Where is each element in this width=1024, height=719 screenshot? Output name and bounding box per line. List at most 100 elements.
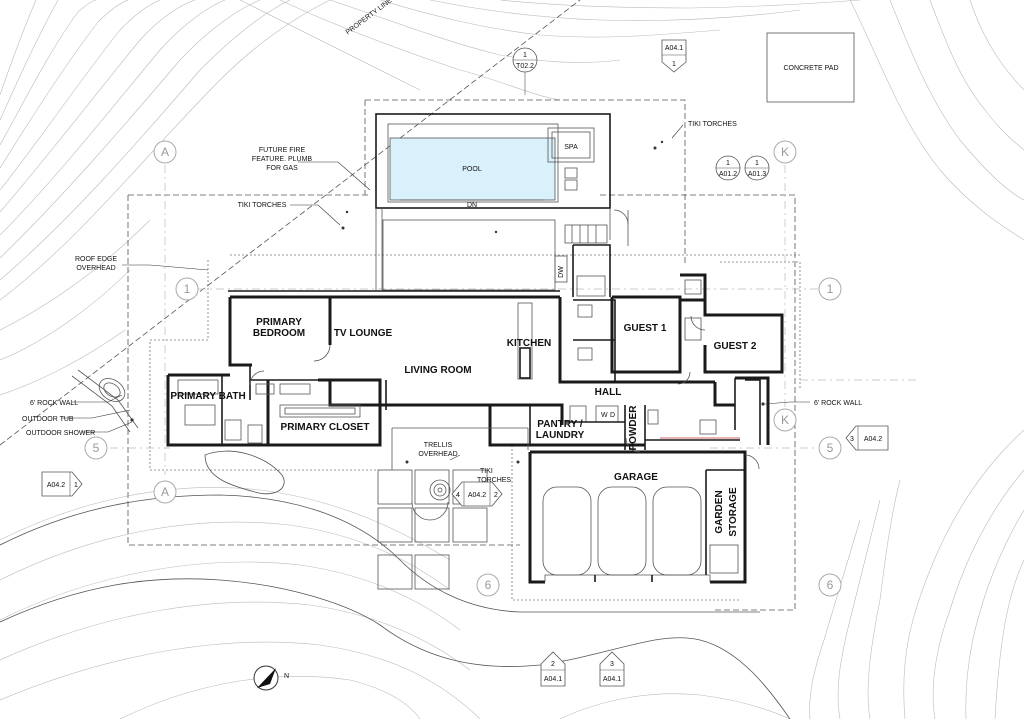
- grid-label-6-right: 6: [827, 578, 834, 592]
- note-rock-wall-left: 6' ROCK WALL: [30, 400, 78, 407]
- pool-water: [389, 137, 556, 201]
- room-label-kitchen: KITCHEN: [507, 338, 551, 349]
- room-labels: PRIMARY BEDROOM TV LOUNGE LIVING ROOM KI…: [170, 65, 838, 537]
- annotations: PROPERTY LINE FUTURE FIRE FEATURE. PLUMB…: [22, 0, 862, 484]
- grid-label-a-bottom: A: [161, 485, 169, 499]
- tag-t02-2: 1 T02.2: [512, 47, 538, 95]
- note-property-line: PROPERTY LINE: [345, 0, 394, 36]
- north-label: N: [284, 673, 289, 680]
- tag-a04-2-right: 3 A04.2: [845, 425, 889, 451]
- tag-a04-2-left: A04.2 1: [41, 471, 83, 497]
- grid-bubble-a-top: [153, 140, 177, 164]
- tag-a04-1-b3-num: 3: [610, 661, 614, 668]
- room-label-primary-bedroom-1: PRIMARY: [256, 317, 302, 328]
- room-label-concrete-pad: CONCRETE PAD: [783, 65, 838, 72]
- note-fire-3: FOR GAS: [266, 165, 298, 172]
- pool-area: [375, 113, 629, 291]
- grid-bubble-1-right: [818, 277, 842, 301]
- grid-label-1-right: 1: [827, 282, 834, 296]
- note-fire-2: FEATURE. PLUMB: [252, 156, 312, 163]
- label-trellis-1: TRELLIS: [424, 442, 453, 449]
- house-walls: [166, 244, 784, 584]
- grid-label-k-top: K: [781, 145, 789, 159]
- grid-bubble-k-mid: [773, 408, 797, 432]
- grid-bubble-6-mid: [476, 573, 500, 597]
- label-trellis-2: OVERHEAD: [418, 451, 457, 458]
- grid-label-1-left: 1: [184, 282, 191, 296]
- room-label-primary-bedroom-2: BEDROOM: [253, 328, 305, 339]
- room-label-powder: POWDER: [628, 405, 639, 451]
- room-label-primary-bath: PRIMARY BATH: [170, 391, 245, 402]
- grid-label-a-top: A: [161, 145, 169, 159]
- door-swings: [249, 315, 760, 521]
- section-tags: 1 T02.2 A04.1 1 1 A01.2 1 A01.3 A04.: [41, 39, 889, 687]
- room-label-guest-1: GUEST 1: [624, 323, 667, 334]
- tiki-torch-dots: [341, 140, 765, 464]
- tag-a04-2-left-num: 1: [74, 482, 78, 489]
- tag-a04-1-b2-ref: A04.1: [544, 676, 562, 683]
- label-w: W: [601, 412, 608, 419]
- room-label-garden-storage-2: STORAGE: [728, 487, 739, 537]
- tag-a04-1-b2-num: 2: [551, 661, 555, 668]
- tag-a04-2-left-ref: A04.2: [47, 482, 65, 489]
- tag-a01-2-num: 1: [726, 160, 730, 167]
- room-label-spa: SPA: [564, 144, 578, 151]
- tag-a04-1-top: A04.1 1: [661, 39, 687, 73]
- tag-a04-2-mid-ref: A04.2: [468, 492, 486, 499]
- tag-a04-2-mid: 4 A04.2 2: [451, 481, 503, 507]
- room-label-guest-2: GUEST 2: [714, 341, 757, 352]
- note-outdoor-tub: OUTDOOR TUB: [22, 416, 74, 423]
- room-label-tv-lounge: TV LOUNGE: [334, 328, 393, 339]
- outdoor-tub: [71, 369, 285, 495]
- tag-a04-2-mid-num2: 2: [494, 492, 498, 499]
- grid-bubble-5-right: [818, 436, 842, 460]
- tag-a04-2-right-num: 3: [850, 436, 854, 443]
- tag-a01-2: 1 A01.2: [715, 155, 741, 181]
- note-fire-1: FUTURE FIRE: [259, 147, 306, 154]
- tag-a04-1-top-ref: A04.1: [665, 45, 683, 52]
- room-label-garage: GARAGE: [614, 472, 658, 483]
- grid-bubble-1-left: [175, 277, 199, 301]
- grid-bubble-k-top: [773, 140, 797, 164]
- note-outdoor-shower: OUTDOOR SHOWER: [26, 430, 95, 437]
- note-rock-wall-right: 6' ROCK WALL: [814, 400, 862, 407]
- tag-a01-3: 1 A01.3: [744, 155, 770, 181]
- grid-label-k-mid: K: [781, 413, 789, 427]
- room-label-pool: POOL: [462, 166, 482, 173]
- grid-label-5-right: 5: [827, 441, 834, 455]
- grid-bubble-6-right: [818, 573, 842, 597]
- tag-a04-1-top-num: 1: [672, 61, 676, 68]
- tag-a01-2-ref: A01.2: [719, 171, 737, 178]
- room-label-living-room: LIVING ROOM: [404, 365, 471, 376]
- grid-lines: [110, 165, 920, 586]
- note-roof-2: OVERHEAD: [76, 265, 115, 272]
- note-tiki-mid-1: TIKI: [480, 468, 493, 475]
- leader-lines: [62, 124, 810, 461]
- room-label-primary-closet: PRIMARY CLOSET: [281, 422, 370, 433]
- tag-t02-2-ref: T02.2: [516, 63, 534, 70]
- tag-a04-2-mid-num: 4: [456, 492, 460, 499]
- north-arrow: N: [253, 665, 289, 691]
- stairs: [564, 224, 608, 244]
- tag-a04-2-right-ref: A04.2: [864, 436, 882, 443]
- grid-label-5-left: 5: [93, 441, 100, 455]
- tag-a01-3-num: 1: [755, 160, 759, 167]
- tag-a04-1-b3-ref: A04.1: [603, 676, 621, 683]
- note-roof-1: ROOF EDGE: [75, 256, 117, 263]
- room-label-garden-storage-1: GARDEN: [714, 490, 725, 533]
- driveway: [0, 494, 791, 719]
- tag-a04-1-b3: 3 A04.1: [599, 651, 625, 687]
- tag-a04-1-b2: 2 A04.1: [540, 651, 566, 687]
- property-lines: [0, 0, 801, 611]
- note-tiki-left: TIKI TORCHES: [238, 202, 287, 209]
- grid-bubble-a-bottom: [153, 480, 177, 504]
- room-label-hall: HALL: [595, 387, 622, 398]
- room-label-pantry-2: LAUNDRY: [536, 430, 585, 441]
- note-tiki-mid-2: TORCHES: [477, 477, 511, 484]
- grid-bubble-5-left: [84, 436, 108, 460]
- note-tiki-right: TIKI TORCHES: [688, 121, 737, 128]
- label-d: D: [610, 412, 615, 419]
- tag-t02-2-num: 1: [523, 52, 527, 59]
